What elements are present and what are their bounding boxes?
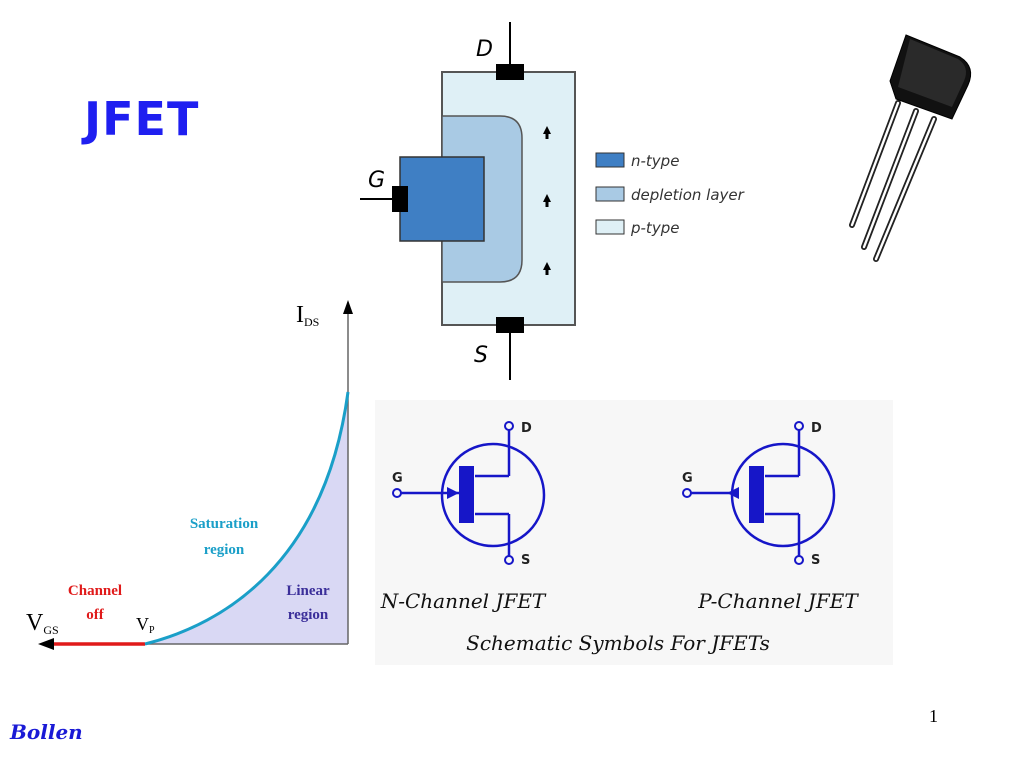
transfer-characteristic-graph: IDS VGS VP Saturation region Channel off… [26,300,353,650]
drain-label: D [476,37,493,62]
legend-label-n-type: n-type [631,152,679,170]
p-channel-drain-label: D [811,421,822,436]
y-axis-label: IDS [296,302,319,329]
p-channel-arrow [727,487,739,499]
n-channel-symbol [392,421,546,565]
n-channel-gate-label: G [392,471,403,486]
legend-label-p-type: p-type [630,219,679,237]
symbols-caption: Schematic Symbols For JFETs [466,631,770,655]
drain-contact [496,64,524,80]
legend-swatch-depletion [595,186,625,202]
n-type-region [399,156,485,242]
legend-swatch-n-type [595,152,625,168]
x-axis-label: VGS [26,610,59,637]
linear-label-line1: Linear [286,583,330,599]
legend-swatch-p-type [595,219,625,235]
transistor-leads [849,100,937,262]
saturation-label-line2: region [204,542,245,558]
n-channel-source-label: S [521,553,530,568]
saturation-label-line1: Saturation [190,516,259,532]
jfet-structure-diagram: D G S n-type depletion layer p-type [360,22,745,380]
current-arrows [543,126,551,275]
source-contact [496,317,524,333]
channel-off-label-line2: off [86,607,104,623]
n-channel-caption: N-Channel JFET [380,589,547,613]
symbols-background [375,400,893,665]
page-number: 1 [929,706,938,726]
x-axis-arrow [38,638,54,650]
n-channel-arrow [447,487,459,499]
n-channel-bar [459,466,474,523]
transistor-body-top [898,39,966,107]
source-label: S [474,343,488,368]
y-axis-arrow [343,300,353,314]
linear-region-fill [145,392,348,644]
p-channel-gate-label: G [682,471,693,486]
legend-label-depletion: depletion layer [631,186,745,204]
linear-label-line2: region [288,607,329,623]
vp-label: VP [136,614,155,636]
p-channel-caption: P-Channel JFET [697,589,859,613]
gate-contact [392,186,408,212]
structure-legend: n-type depletion layer p-type [595,152,745,237]
channel-off-label-line1: Channel [68,583,122,599]
n-channel-drain-label: D [521,421,532,436]
p-channel-source-label: S [811,553,820,568]
gate-label: G [368,168,385,193]
p-channel-bar [749,466,764,523]
saturation-curve [144,391,350,646]
slide-title: JFET [84,92,200,146]
transistor-package-image [849,34,972,262]
jfet-schematic-symbols: D S G D S G N-Channel JFET P-Channel JFE… [375,400,893,665]
footer-author: Bollen [10,720,83,744]
